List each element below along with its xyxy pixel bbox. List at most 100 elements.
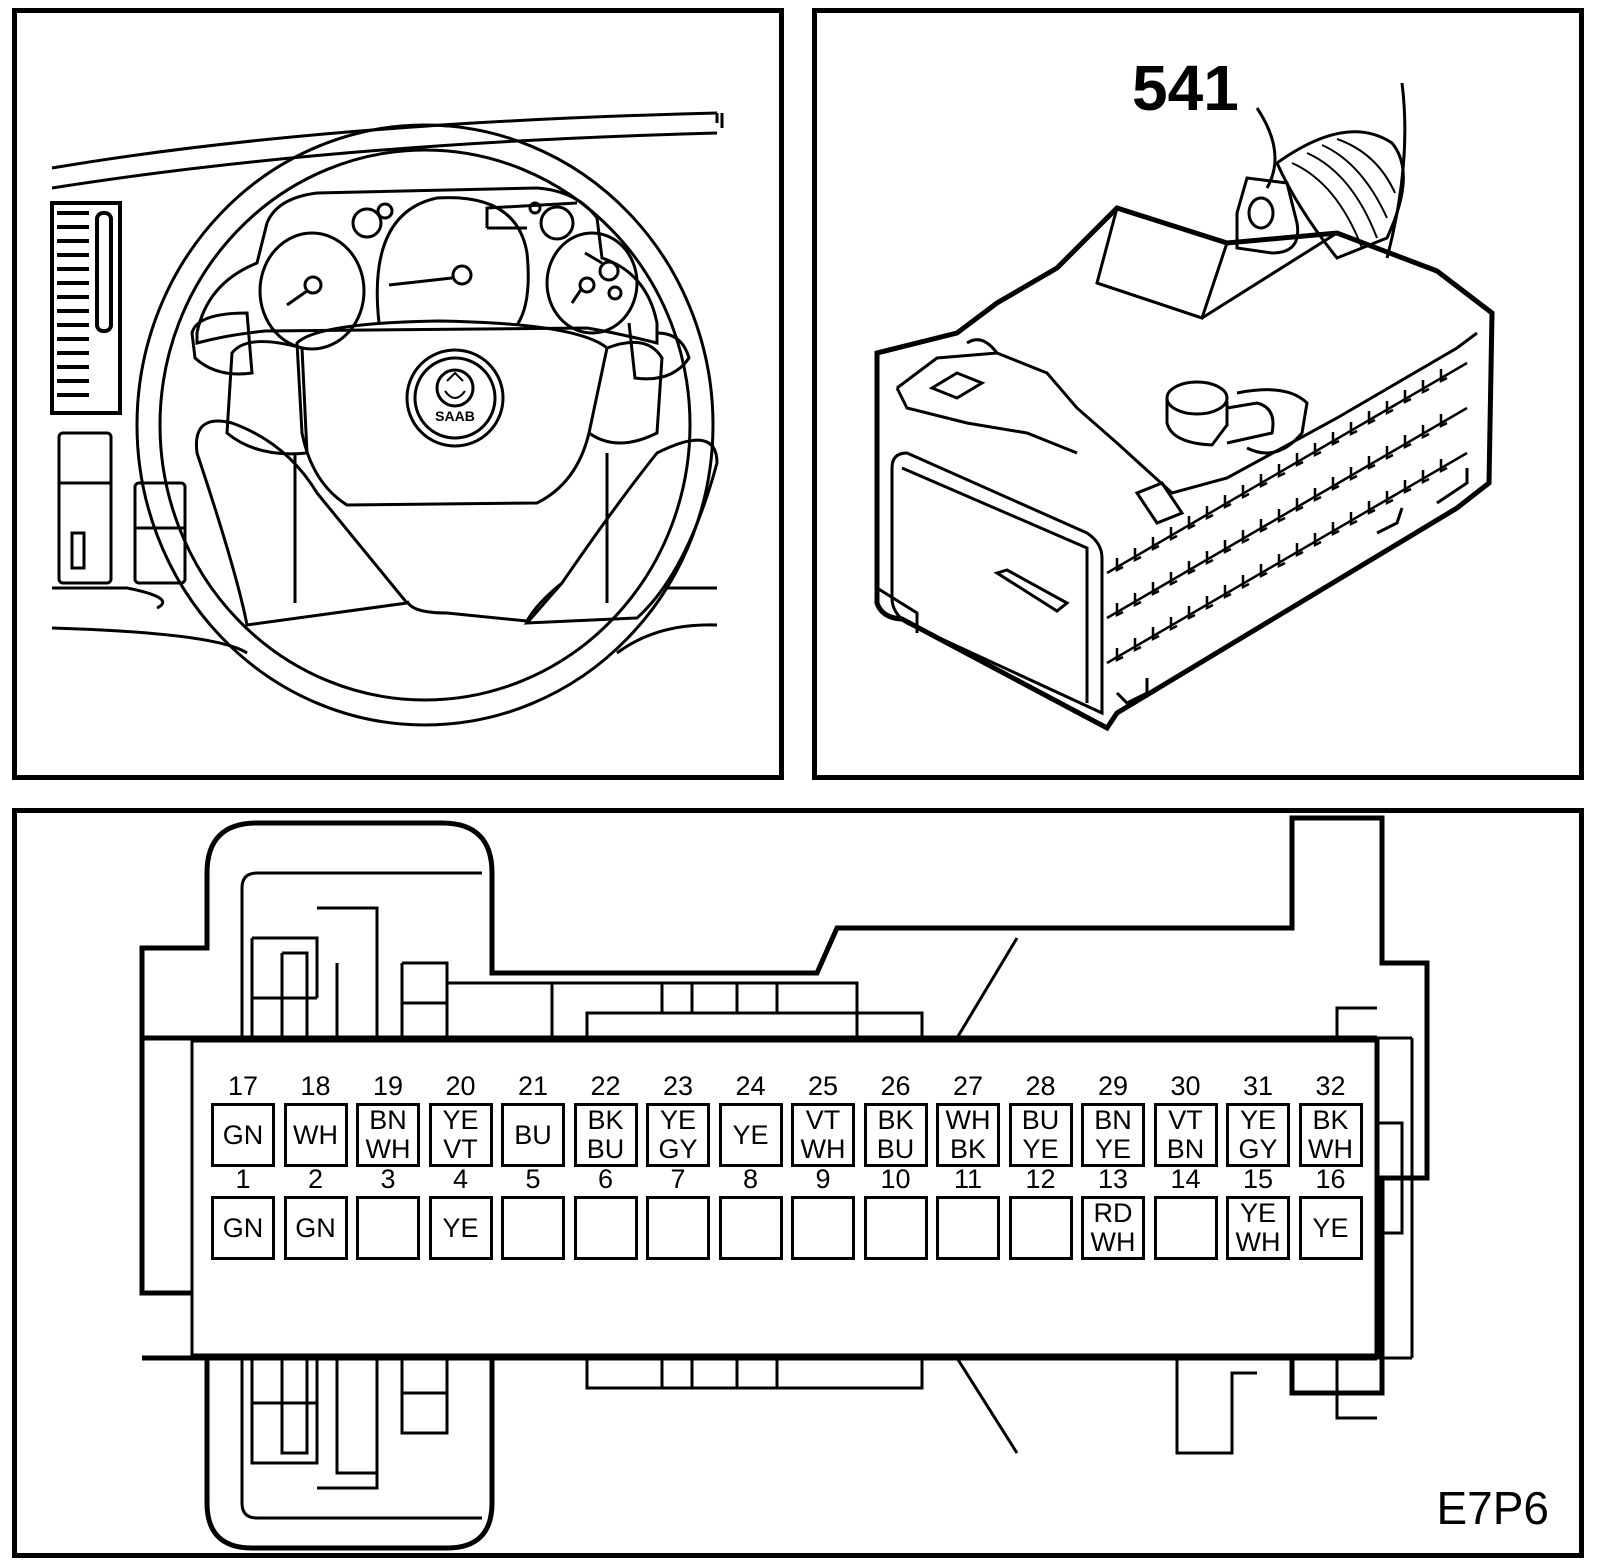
pin-cavity-2: GN — [283, 1196, 348, 1260]
pin-number-14: 14 — [1170, 1164, 1201, 1194]
component-callout-number: 541 — [1132, 52, 1239, 124]
instrument-cluster-hood — [195, 186, 659, 345]
pin-cavity-3 — [356, 1196, 420, 1260]
pin-number-28: 28 — [1025, 1071, 1056, 1101]
pin-number-32: 32 — [1315, 1071, 1346, 1101]
connector-housing-outline — [874, 205, 1495, 732]
pin-number-26: 26 — [880, 1071, 911, 1101]
pin-cavity-5 — [501, 1196, 565, 1260]
wire-color-label: VT — [1168, 1105, 1203, 1135]
wire-color-label: GN — [222, 1119, 264, 1150]
wire-color-label: VT — [443, 1134, 478, 1164]
switch-panel-icon — [57, 431, 187, 585]
dashboard-upper-line — [51, 111, 718, 170]
wire-color-label: RD — [1093, 1198, 1133, 1228]
pin-number-3: 3 — [380, 1164, 396, 1194]
pin-cavity-21: BU — [501, 1103, 565, 1167]
mounting-lug — [1235, 176, 1300, 255]
wire-color-label: BK — [877, 1105, 914, 1135]
connector-housing-face — [139, 815, 1430, 1551]
wire-harness-icon — [1255, 82, 1407, 260]
small-gauges — [351, 201, 578, 241]
pin-number-11: 11 — [953, 1164, 983, 1194]
pin-cavity-18: WH — [283, 1103, 348, 1167]
wire-color-label: WH — [1235, 1227, 1281, 1257]
wire-color-label: WH — [1308, 1134, 1353, 1164]
pin-cavity-1: GN — [211, 1196, 275, 1260]
fuel-temp-gauge — [545, 231, 639, 335]
wire-color-label: GY — [658, 1134, 698, 1164]
dashboard-line — [51, 131, 718, 190]
wire-color-label: YE — [1022, 1134, 1059, 1164]
pin-cavity-12 — [1008, 1196, 1073, 1260]
pin-number-20: 20 — [445, 1071, 476, 1101]
wire-color-label: BN — [369, 1105, 407, 1135]
pin-cavity-4: YE — [428, 1196, 493, 1260]
airbag-cover — [295, 319, 609, 507]
connector-front-face — [890, 451, 1104, 716]
wire-color-label: WH — [365, 1134, 411, 1164]
pin-cavity-16: YE — [1298, 1196, 1363, 1260]
pin-cavity-17: GN — [211, 1103, 275, 1167]
pin-cavity-14 — [1153, 1196, 1218, 1260]
tachometer-gauge — [375, 196, 530, 326]
wire-color-label: BN — [1094, 1105, 1132, 1135]
wire-color-label: YE — [659, 1105, 697, 1135]
pin-number-30: 30 — [1170, 1071, 1201, 1101]
wire-color-label: YE — [1239, 1105, 1277, 1135]
wire-color-label: BU — [586, 1134, 625, 1164]
pin-cavity-11 — [936, 1196, 1000, 1260]
pin-number-13: 13 — [1097, 1164, 1129, 1194]
pin-cavity-grid — [1106, 361, 1468, 665]
pin-number-25: 25 — [807, 1071, 839, 1101]
pin-number-16: 16 — [1315, 1164, 1346, 1194]
pin-number-9: 9 — [815, 1164, 831, 1194]
wire-color-label: YE — [1312, 1212, 1349, 1243]
saab-logo-text: SAAB — [435, 408, 475, 424]
wire-color-label: YE — [732, 1119, 769, 1150]
pin-number-12: 12 — [1025, 1164, 1056, 1194]
diagram-code: E7P6 — [1436, 1482, 1549, 1534]
pin-number-15: 15 — [1242, 1164, 1274, 1194]
wire-color-label: YE — [442, 1212, 479, 1243]
wire-color-label: WH — [945, 1105, 991, 1135]
pin-cavity-8 — [718, 1196, 783, 1260]
pin-number-4: 4 — [452, 1164, 469, 1194]
pin-number-18: 18 — [300, 1071, 331, 1101]
wire-color-label: YE — [442, 1105, 479, 1135]
wire-color-label: GN — [222, 1212, 264, 1243]
steering-wheel-rim — [135, 123, 715, 727]
speedometer-gauge — [258, 231, 366, 351]
air-vent-icon — [50, 201, 122, 415]
wire-color-label: YE — [1239, 1198, 1277, 1228]
wire-color-label: GY — [1238, 1134, 1278, 1164]
pin-number-8: 8 — [742, 1164, 759, 1194]
wire-color-label: BU — [1021, 1105, 1060, 1135]
wire-color-label: BK — [1312, 1105, 1349, 1135]
pin-number-24: 24 — [735, 1071, 766, 1101]
panel-connector-3d-view: 541 — [812, 8, 1584, 780]
wire-color-label: BK — [949, 1134, 987, 1164]
pin-number-19: 19 — [372, 1071, 404, 1101]
wire-color-label: WH — [293, 1119, 338, 1150]
wire-color-label: WH — [800, 1134, 846, 1164]
wire-color-label: WH — [1090, 1227, 1136, 1257]
pin-number-22: 22 — [590, 1071, 621, 1101]
pin-number-7: 7 — [670, 1164, 686, 1194]
pin-number-5: 5 — [525, 1164, 541, 1194]
wire-color-label: YE — [1094, 1134, 1132, 1164]
wire-color-label: BU — [514, 1119, 552, 1150]
locking-cam — [1165, 380, 1309, 455]
